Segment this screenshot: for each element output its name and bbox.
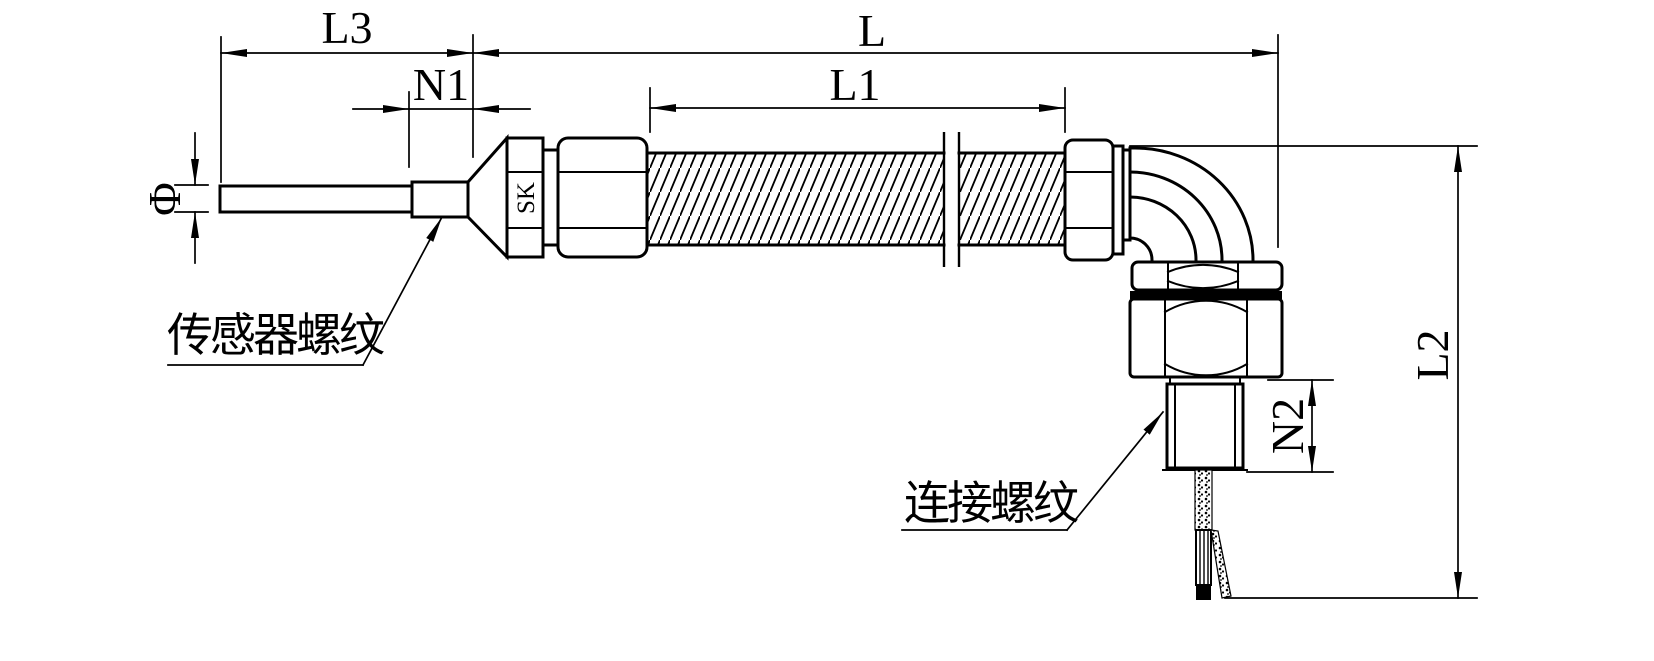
braided-cable <box>1194 469 1213 531</box>
annotation-sensor-thread: 传感器螺纹 <box>167 215 444 367</box>
gasket-band <box>1130 291 1282 299</box>
lead-wire-right <box>1210 529 1232 599</box>
dimension-diameter: Φ <box>139 132 209 264</box>
dim-label-n1: N1 <box>413 59 469 110</box>
dim-label-l: L <box>858 5 886 56</box>
dim-label-l1: L1 <box>829 59 880 110</box>
washer-collar-elbow <box>1111 144 1132 256</box>
sensor-thread-label: 传感器螺纹 <box>167 310 384 361</box>
diameter-symbol: Φ <box>139 182 190 216</box>
lead-wire-left <box>1195 529 1212 600</box>
dimension-l: L <box>472 5 1279 248</box>
washer-collar-front <box>541 148 560 247</box>
connection-thread-label: 连接螺纹 <box>904 478 1078 529</box>
dimension-l3: L3 <box>220 2 474 183</box>
dim-label-l3: L3 <box>321 2 372 53</box>
dim-label-n2: N2 <box>1262 398 1313 454</box>
sensor-thread-section <box>410 180 470 219</box>
dimension-n1: N1 <box>352 59 531 168</box>
hex-nut-marking: SK <box>513 182 540 214</box>
dimension-n2: N2 <box>1246 379 1334 473</box>
conduit-end-nut <box>1063 138 1115 262</box>
flexible-conduit <box>645 151 1067 247</box>
hex-fitting-body <box>556 136 649 259</box>
connection-hex-body <box>1128 297 1284 379</box>
annotation-connection-thread: 连接螺纹 <box>901 410 1165 532</box>
connection-thread-section <box>1162 376 1248 471</box>
conduit-break-mark <box>942 132 961 267</box>
elbow-90 <box>1128 146 1255 262</box>
dimension-l1: L1 <box>649 59 1066 133</box>
dimension-l2: L2 <box>1129 145 1478 599</box>
probe-rod <box>218 184 414 214</box>
elbow-lock-nut <box>1130 260 1284 292</box>
dim-label-l2: L2 <box>1407 329 1458 380</box>
